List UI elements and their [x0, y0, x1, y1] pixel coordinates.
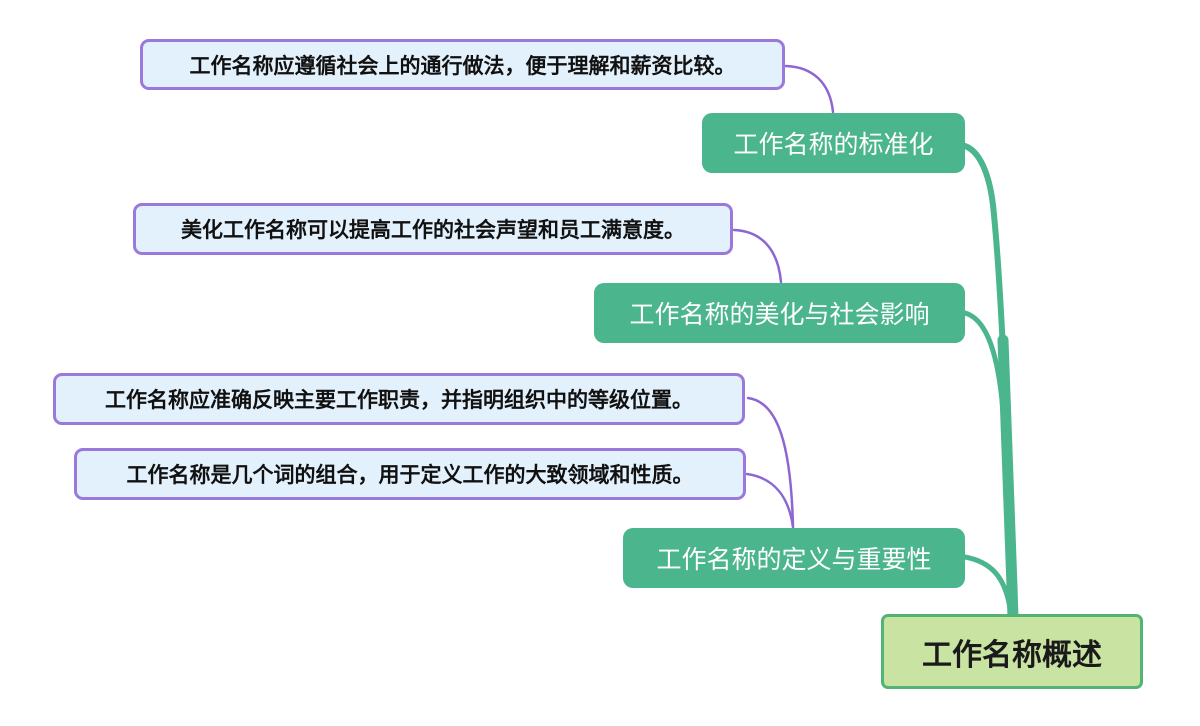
leaf-node-label: 工作名称应准确反映主要工作职责，并指明组织中的等级位置。: [105, 388, 693, 412]
connector-branch3-leaf4: [745, 472, 795, 529]
branch-node-label: 工作名称的标准化: [733, 130, 934, 159]
root-node-label: 工作名称概述: [922, 637, 1102, 673]
connector-branch3-leaf3: [746, 396, 795, 529]
connector-branch2-leaf2: [732, 228, 783, 284]
branch-node-label: 工作名称的定义与重要性: [656, 545, 932, 574]
leaf-node-standardization-note[interactable]: 工作名称应遵循社会上的通行做法，便于理解和薪资比较。: [140, 39, 785, 90]
connector-root-branch-1: [962, 143, 1016, 621]
branch-node-standardization[interactable]: 工作名称的标准化: [702, 113, 965, 173]
leaf-node-label: 工作名称应遵循社会上的通行做法，便于理解和薪资比较。: [189, 53, 736, 78]
branch-node-label: 工作名称的美化与社会影响: [629, 300, 930, 329]
leaf-node-definition-note-2[interactable]: 工作名称是几个词的组合，用于定义工作的大致领域和性质。: [74, 448, 746, 500]
trunk-base-segment: [997, 334, 1019, 624]
branch-node-beautify-social-impact[interactable]: 工作名称的美化与社会影响: [594, 283, 965, 343]
leaf-node-definition-note-1[interactable]: 工作名称应准确反映主要工作职责，并指明组织中的等级位置。: [53, 373, 745, 425]
connector-branch1-leaf1: [784, 64, 835, 114]
leaf-node-beautify-note[interactable]: 美化工作名称可以提高工作的社会声望和员工满意度。: [133, 203, 733, 255]
leaf-node-label: 工作名称是几个词的组合，用于定义工作的大致领域和性质。: [126, 463, 694, 487]
connector-root-branch-2: [962, 310, 1008, 448]
root-node-job-title-overview[interactable]: 工作名称概述: [881, 614, 1143, 689]
connector-root-branch-3: [962, 554, 1013, 611]
branch-node-definition-importance[interactable]: 工作名称的定义与重要性: [623, 528, 965, 588]
leaf-node-label: 美化工作名称可以提高工作的社会声望和员工满意度。: [181, 218, 685, 242]
